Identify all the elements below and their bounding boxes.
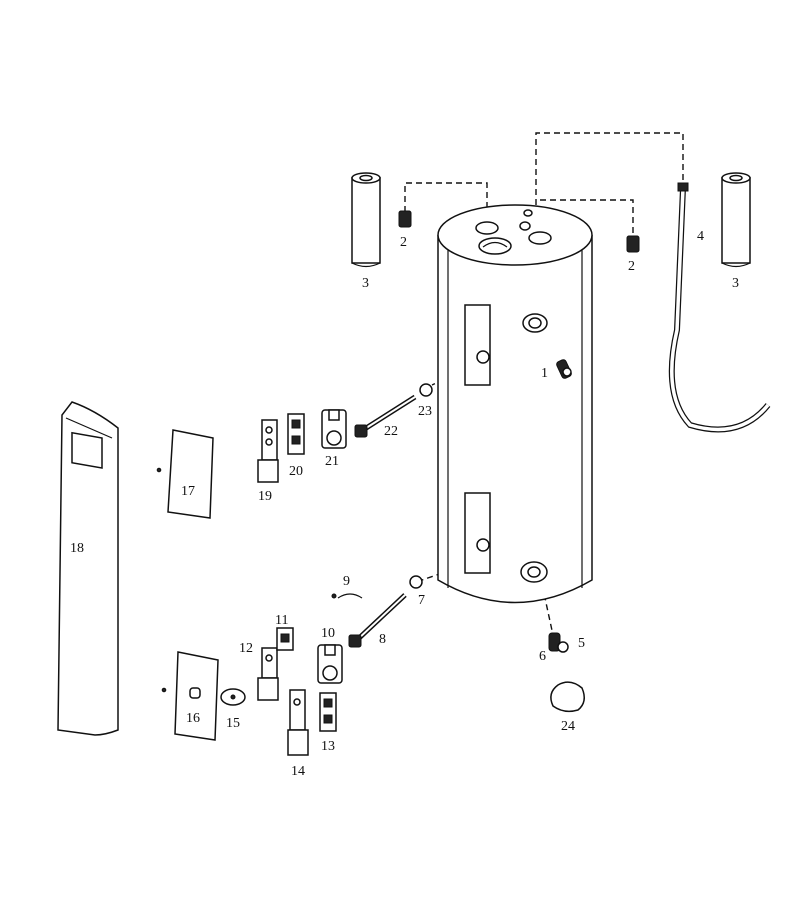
label-3-right: 3: [732, 276, 739, 291]
part-labels: 1 2 2 3 3 4 5 6 7 8 9 10 11 12 13 14 15 …: [70, 229, 739, 779]
label-21: 21: [325, 454, 339, 469]
upper-access-cover: [156, 429, 214, 519]
relief-valve: [556, 359, 572, 379]
label-5: 5: [578, 636, 585, 651]
label-13: 13: [321, 739, 335, 754]
lower-thermostat: [319, 692, 337, 732]
cutoff-bracket-upper: [257, 419, 279, 483]
label-17: 17: [181, 484, 195, 499]
anode-cap: [550, 681, 585, 713]
label-20: 20: [289, 464, 303, 479]
label-8: 8: [379, 632, 386, 647]
label-10: 10: [321, 626, 335, 641]
label-2-right: 2: [628, 259, 635, 274]
label-15: 15: [226, 716, 240, 731]
gasket-upper: [419, 383, 433, 397]
water-heater-tank: [437, 204, 593, 604]
nipple-right: [626, 235, 640, 253]
dip-tube: [668, 182, 771, 433]
label-2-left: 2: [400, 235, 407, 250]
cutoff-bracket-mid: [257, 647, 279, 701]
label-22: 22: [384, 424, 398, 439]
pipe-sleeve-right: [721, 172, 751, 268]
cutoff-bracket-lower: [287, 689, 309, 756]
label-4: 4: [697, 229, 704, 244]
thermostat-bracket-upper: [321, 409, 347, 449]
label-1: 1: [541, 366, 548, 381]
label-11: 11: [275, 613, 288, 628]
label-16: 16: [186, 711, 200, 726]
heating-element-upper: [354, 394, 417, 438]
heating-element-lower: [348, 593, 407, 648]
insulation-pad: [220, 688, 246, 706]
nipple-left: [398, 210, 412, 228]
label-9: 9: [343, 574, 350, 589]
label-19: 19: [258, 489, 272, 504]
pipe-sleeve-left: [351, 172, 381, 268]
lower-access-cover: [161, 651, 219, 741]
label-7: 7: [418, 593, 425, 608]
wire-clip: [337, 593, 363, 599]
label-6: 6: [539, 649, 546, 664]
thermostat-bracket-lower: [317, 644, 343, 684]
label-23: 23: [418, 404, 432, 419]
upper-thermostat: [287, 413, 305, 455]
label-24: 24: [561, 719, 575, 734]
label-12: 12: [239, 641, 253, 656]
drain-valve: [548, 632, 569, 653]
label-3-left: 3: [362, 276, 369, 291]
label-14: 14: [291, 764, 305, 779]
gasket-lower: [409, 575, 423, 589]
label-18: 18: [70, 541, 84, 556]
lower-thermostat-small: [276, 627, 294, 651]
jacket-panel: [57, 401, 119, 736]
